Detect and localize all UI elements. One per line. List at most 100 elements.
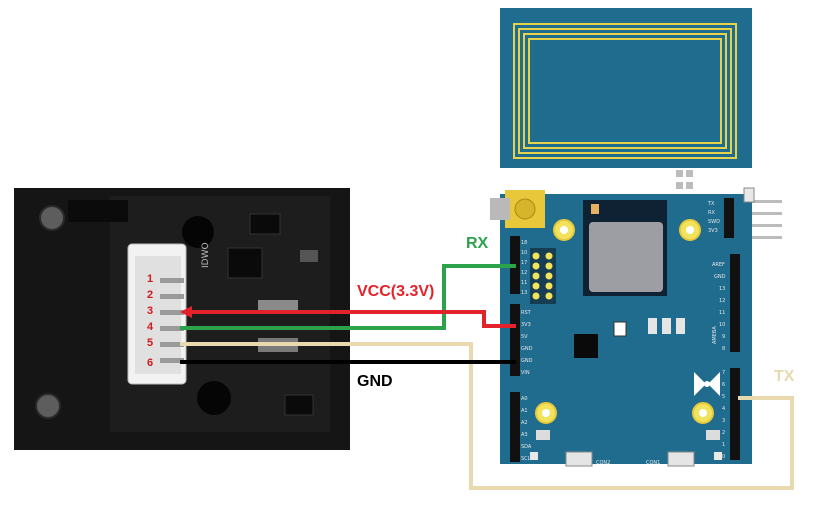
pin-label-6: 6 — [147, 357, 153, 369]
svg-text:11: 11 — [719, 310, 725, 316]
jumper-block — [530, 248, 556, 304]
button-left — [536, 430, 550, 440]
screw-top — [39, 205, 65, 231]
nfc-pad-4 — [686, 182, 693, 189]
svg-text:GND: GND — [521, 358, 533, 364]
svg-text:SCL: SCL — [521, 456, 531, 462]
svg-text:A2: A2 — [521, 420, 528, 426]
nfc-gap — [500, 168, 752, 182]
svg-text:3: 3 — [722, 418, 725, 424]
vcc-label: VCC(3.3V) — [357, 283, 434, 300]
svg-text:RST: RST — [521, 310, 532, 316]
svg-text:A1: A1 — [521, 408, 528, 414]
svg-text:A0: A0 — [521, 396, 528, 402]
pin-label-4: 4 — [147, 321, 154, 333]
svg-text:4: 4 — [722, 406, 725, 412]
svg-text:11: 11 — [521, 280, 527, 286]
svg-text:10: 10 — [521, 250, 527, 256]
smd-part-3 — [676, 318, 685, 334]
nfc-pad-1 — [676, 170, 683, 177]
mount-hole-bottom-right-center — [699, 409, 707, 417]
svg-text:5: 5 — [722, 394, 725, 400]
left-header-analog — [510, 392, 520, 462]
pin-label-5: 5 — [147, 337, 153, 349]
nfc-coil-1 — [513, 23, 737, 159]
sensor-chip-small — [249, 213, 281, 235]
smd-part-1 — [648, 318, 657, 334]
sensor-part-e — [300, 250, 318, 262]
svg-text:0: 0 — [722, 454, 725, 460]
svg-text:13: 13 — [719, 286, 725, 292]
sensor-part-a — [284, 394, 314, 416]
nfc-coil-2 — [518, 28, 732, 154]
sensor-module: IDWO 1 2 3 4 5 6 — [14, 188, 350, 450]
left-header-power — [510, 304, 520, 376]
right-header-bottom — [730, 368, 740, 460]
svg-text:VIN: VIN — [521, 370, 530, 376]
nfc-coil-4 — [528, 38, 722, 144]
right-header-labels: AREF GND 13 12 11 10 9 8 7 6 5 4 3 2 1 0 — [712, 262, 726, 460]
svg-text:8: 8 — [722, 346, 725, 352]
usb-connector-con2 — [565, 451, 593, 467]
pin-label-3: 3 — [147, 305, 153, 317]
left-header-labels: 18 10 17 12 11 13 RST 3V3 5V GND GND VIN… — [521, 240, 533, 462]
svg-text:12: 12 — [719, 298, 725, 304]
svg-text:GND: GND — [714, 274, 726, 280]
screw-bottom — [35, 393, 61, 419]
svg-text:GND: GND — [521, 346, 533, 352]
nfc-pad-2 — [686, 170, 693, 177]
side-pins — [743, 187, 782, 239]
svg-text:7: 7 — [722, 370, 725, 376]
sensor-silkscreen: IDWO — [201, 242, 211, 268]
rx-label: RX — [466, 235, 489, 252]
svg-text:6: 6 — [722, 382, 725, 388]
svg-text:2: 2 — [722, 430, 725, 436]
svg-text:TX: TX — [707, 201, 715, 207]
pin-label-2: 2 — [147, 289, 153, 301]
nfc-coil-3 — [523, 33, 727, 149]
smd-part-2 — [662, 318, 671, 334]
brand-label: AMEBA — [712, 326, 718, 344]
usb-connector-con1 — [667, 451, 695, 467]
ameba-board: AMEBA 18 10 17 12 11 13 RST 3V3 5V GND G… — [490, 8, 782, 467]
svg-text:3V3: 3V3 — [708, 228, 718, 234]
small-header — [724, 198, 734, 238]
brand-logo — [694, 372, 720, 396]
tx-label: TX — [774, 368, 795, 385]
vcc-wire — [186, 310, 516, 328]
wifi-module-shield — [589, 222, 663, 292]
sensor-capacitor-top — [182, 216, 214, 248]
vcc-arrowhead — [180, 306, 192, 318]
svg-text:13: 13 — [521, 290, 527, 296]
svg-text:9: 9 — [722, 334, 725, 340]
tx-wire — [180, 342, 794, 490]
rx-wire — [180, 264, 516, 330]
antenna-connector-hole — [514, 198, 536, 220]
svg-text:SWD: SWD — [708, 219, 720, 225]
svg-text:10: 10 — [719, 322, 725, 328]
nfc-pad-3 — [676, 182, 683, 189]
small-header-labels: TX RX SWD 3V3 — [707, 201, 720, 234]
connector-pin-slots — [160, 278, 184, 363]
mount-hole-top-left-center — [560, 226, 568, 234]
svg-text:18: 18 — [521, 240, 527, 246]
smd-part-4 — [613, 321, 627, 337]
mount-hole-bottom-left-center — [542, 409, 550, 417]
sensor-capacitor-bottom — [197, 381, 231, 415]
gnd-label: GND — [357, 373, 393, 390]
mcu-chip — [574, 334, 598, 358]
svg-text:3V3: 3V3 — [521, 322, 531, 328]
mount-hole-top-right-center — [686, 226, 694, 234]
bottom-pad-right — [714, 452, 722, 460]
svg-text:SDA: SDA — [521, 444, 532, 450]
sensor-bracket — [68, 200, 128, 222]
svg-text:A3: A3 — [521, 432, 528, 438]
svg-text:1: 1 — [722, 442, 725, 448]
svg-text:17: 17 — [521, 260, 527, 266]
pin-label-1: 1 — [147, 273, 153, 285]
svg-text:12: 12 — [521, 270, 527, 276]
svg-text:AREF: AREF — [712, 262, 725, 268]
con2-label: CON2 — [596, 460, 610, 466]
con1-label: CON1 — [646, 460, 660, 466]
